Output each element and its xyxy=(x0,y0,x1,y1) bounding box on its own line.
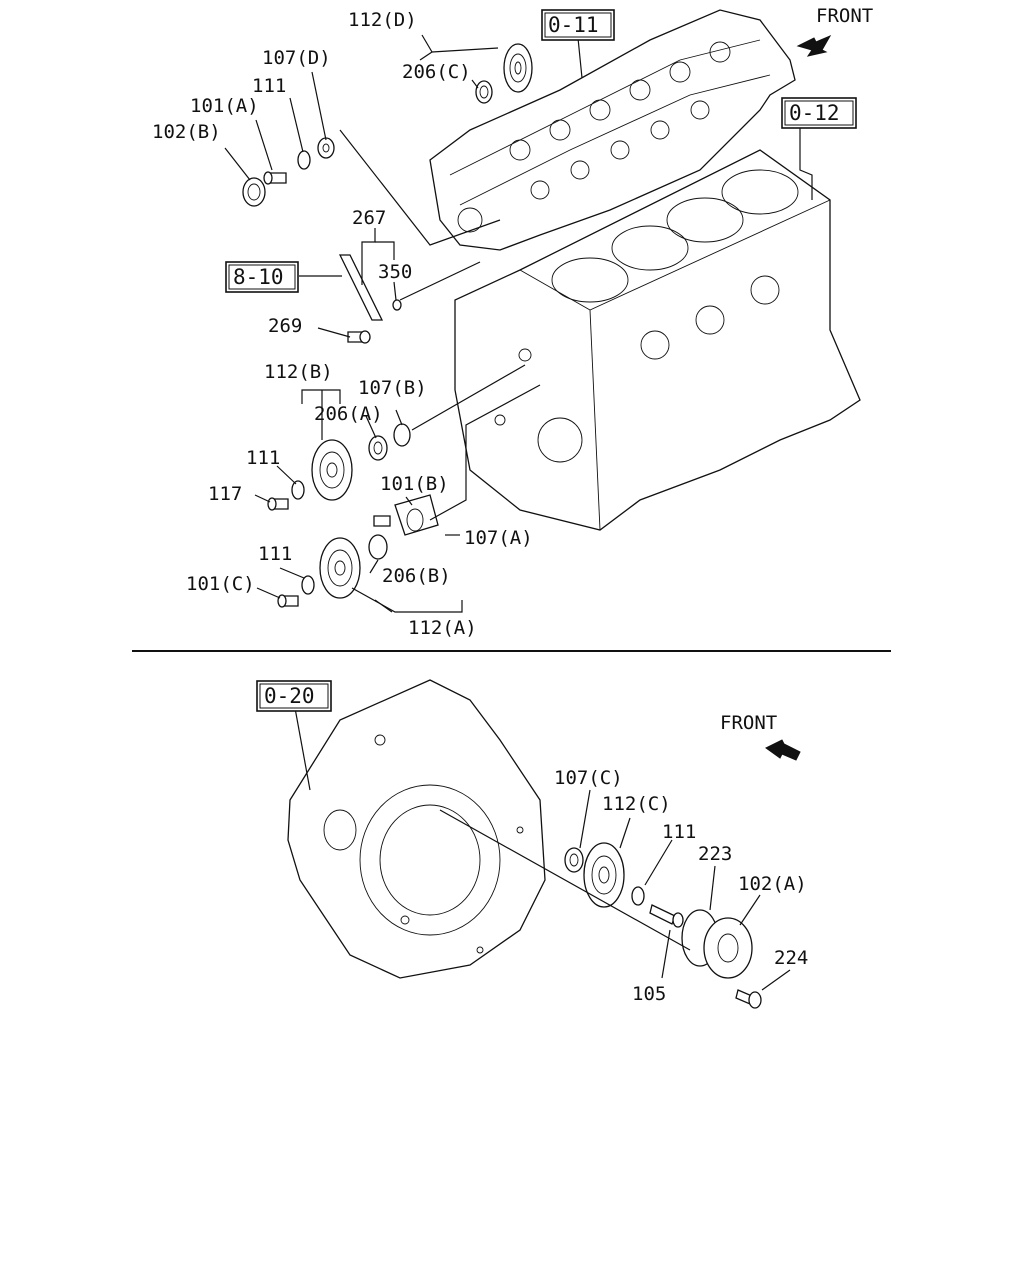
callout-269: 269 xyxy=(268,315,302,337)
svg-text:8-10: 8-10 xyxy=(233,265,284,289)
svg-text:0-11: 0-11 xyxy=(548,13,599,37)
bushing-206b xyxy=(368,534,388,560)
callout-112c: 112(C) xyxy=(602,793,671,815)
bottom-leader-lines xyxy=(294,707,791,991)
front-arrow-bottom: FRONT xyxy=(720,712,801,761)
o-ring-350 xyxy=(392,299,402,311)
bolt-105 xyxy=(649,904,684,928)
callout-107d: 107(D) xyxy=(262,47,331,69)
callout-105: 105 xyxy=(632,983,666,1005)
callout-111-mid: 111 xyxy=(246,447,280,469)
bolt-101c xyxy=(277,594,299,608)
callout-223: 223 xyxy=(698,843,732,865)
callout-111-bottom: 111 xyxy=(662,821,696,843)
callout-101a: 101(A) xyxy=(190,95,259,117)
ref-box-0-12[interactable]: 0-12 xyxy=(781,97,857,129)
callout-107b: 107(B) xyxy=(358,377,427,399)
callout-112b: 112(B) xyxy=(264,361,333,383)
callout-112a: 112(A) xyxy=(408,617,477,639)
callout-102b: 102(B) xyxy=(152,121,221,143)
cylinder-block-illustration xyxy=(454,149,861,531)
callout-107a: 107(A) xyxy=(464,527,533,549)
shaft-107b xyxy=(393,423,411,447)
washer-111-mid xyxy=(291,480,305,500)
svg-text:0-12: 0-12 xyxy=(789,101,840,125)
front-arrow-top: FRONT xyxy=(796,5,873,57)
bolt-269 xyxy=(347,330,371,344)
bracket-107a xyxy=(394,494,439,536)
callout-101c: 101(C) xyxy=(186,573,255,595)
callout-206c: 206(C) xyxy=(402,61,471,83)
seal-102b xyxy=(242,177,266,207)
callout-102a: 102(A) xyxy=(738,873,807,895)
bolt-101b xyxy=(373,515,391,527)
callout-107c: 107(C) xyxy=(554,767,623,789)
washer-111-top xyxy=(297,150,311,170)
bushing-206c xyxy=(475,80,493,104)
front-arrow-top-icon xyxy=(796,34,832,57)
ref-box-0-11[interactable]: 0-11 xyxy=(541,9,615,41)
bolt-117 xyxy=(267,497,289,511)
bolt-101a xyxy=(263,171,287,185)
top-leader-lines xyxy=(224,34,813,613)
cover-102a xyxy=(703,917,753,979)
callout-112d: 112(D) xyxy=(348,9,417,31)
callout-206a: 206(A) xyxy=(314,403,383,425)
svg-text:0-20: 0-20 xyxy=(264,684,315,708)
callout-350: 350 xyxy=(378,261,412,283)
washer-111-low xyxy=(301,575,315,595)
gear-112d xyxy=(503,43,533,93)
ref-box-8-10[interactable]: 8-10 xyxy=(225,261,299,293)
gear-112a xyxy=(319,537,361,599)
bushing-107c xyxy=(564,847,584,873)
gear-112b xyxy=(311,439,353,501)
pipe-267 xyxy=(338,254,384,321)
washer-111-bottom xyxy=(631,886,645,906)
front-label-top: FRONT xyxy=(816,5,873,27)
callout-206b: 206(B) xyxy=(382,565,451,587)
callout-267: 267 xyxy=(352,207,386,229)
bushing-206a xyxy=(368,435,388,461)
callout-117: 117 xyxy=(208,483,242,505)
top-view: FRONT 0-11 0-12 8-10 112(D) 107(D) 206(C… xyxy=(152,5,873,639)
gear-112c xyxy=(583,842,625,908)
callout-111-low: 111 xyxy=(258,543,292,565)
cylinder-head-illustration xyxy=(429,9,796,251)
front-label-bottom: FRONT xyxy=(720,712,777,734)
callout-111-top: 111 xyxy=(252,75,286,97)
bottom-view: FRONT 0-20 107(C) 112(C) 111 223 102(A) … xyxy=(256,679,808,1009)
shaft-107d xyxy=(317,137,335,159)
callout-101b: 101(B) xyxy=(380,473,449,495)
front-arrow-bottom-icon xyxy=(765,739,801,761)
flywheel-housing-illustration xyxy=(287,679,546,979)
bolt-224 xyxy=(735,989,762,1009)
ref-box-0-20[interactable]: 0-20 xyxy=(256,680,332,712)
callout-224: 224 xyxy=(774,947,808,969)
